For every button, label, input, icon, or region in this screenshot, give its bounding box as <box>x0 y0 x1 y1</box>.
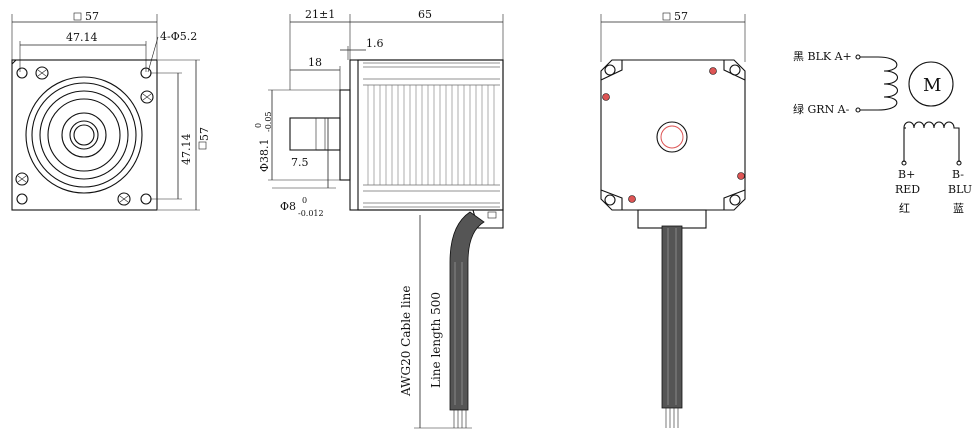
screw-icon <box>140 90 154 104</box>
body-stripes <box>367 85 495 185</box>
square-symbol-icon <box>662 12 671 21</box>
side-shaft-tol-upper: 0 <box>302 196 307 205</box>
mount-hole <box>16 193 28 205</box>
wire-b-minus-label: B- <box>952 168 964 181</box>
shaft-circle <box>69 120 99 150</box>
motor-body <box>349 59 504 211</box>
side-view: 21±1 65 1.6 18 <box>254 8 504 429</box>
mount-hole <box>140 193 152 205</box>
wire-b-minus-cn: 蓝 <box>953 202 964 215</box>
front-square-size: 57 <box>85 10 99 23</box>
wire-b-plus-cn: 红 <box>899 202 910 215</box>
coil-b-icon <box>903 121 960 162</box>
side-pilot-diameter: Φ38.1 <box>258 138 271 172</box>
wiring-diagram: 黑 BLK A+ 绿 GRN A- M B+ RED 红 B- BLU 蓝 <box>793 50 972 215</box>
side-cable-spec: AWG20 Cable line <box>399 286 413 397</box>
rear-cable <box>661 225 683 409</box>
side-shaft-length: 21±1 <box>305 8 335 21</box>
screw-icon <box>117 192 131 206</box>
wire-b-plus-color: RED <box>895 183 920 196</box>
front-mount-holes: 4-Φ5.2 <box>160 30 197 43</box>
motor-symbol: M <box>923 75 941 96</box>
front-hole-spacing-h: 47.14 <box>66 31 98 44</box>
rear-center-circle <box>656 121 688 153</box>
rear-plate <box>600 59 746 211</box>
cable <box>449 211 485 411</box>
front-plate <box>11 59 158 211</box>
side-pilot-tol-upper: 0 <box>254 123 263 128</box>
side-line-length: Line length 500 <box>429 292 443 388</box>
side-flat-length: 7.5 <box>291 156 309 169</box>
front-square-size-right: 57 <box>198 127 211 141</box>
rivet-icon <box>737 172 745 180</box>
wire-b-plus-label: B+ <box>898 168 915 181</box>
rivet-icon <box>709 67 717 75</box>
shaft <box>289 117 341 151</box>
rivet-icon <box>628 195 636 203</box>
side-body-length: 65 <box>418 8 432 21</box>
wire-b-minus-color: BLU <box>948 183 972 196</box>
rear-square-size: 57 <box>674 10 688 23</box>
front-view: 57 47.14 4-Φ5.2 <box>11 10 211 211</box>
side-pilot-tol-lower: -0.05 <box>264 111 273 132</box>
rivet-icon <box>602 93 610 101</box>
square-symbol-icon <box>73 12 82 21</box>
screw-icon <box>35 66 49 80</box>
mount-hole <box>16 67 28 79</box>
side-shaft-tol-lower: -0.012 <box>298 209 324 218</box>
body-fins <box>363 62 500 208</box>
screw-icon <box>15 172 29 186</box>
wire-a-minus: 绿 GRN A- <box>793 102 850 116</box>
pilot-ring <box>25 76 143 194</box>
wire-a-plus: 黑 BLK A+ <box>793 50 852 63</box>
coil-a-icon <box>860 56 899 111</box>
side-shaft-flat: 18 <box>308 56 322 69</box>
pilot-boss <box>339 89 351 181</box>
side-flange-thickness: 1.6 <box>366 37 384 50</box>
motor-icon <box>908 61 954 107</box>
side-shaft-diameter: Φ8 <box>280 200 296 213</box>
rear-connector <box>637 209 707 229</box>
rear-view: 57 <box>600 10 746 428</box>
square-symbol-icon <box>198 141 207 150</box>
front-hole-spacing-v: 47.14 <box>180 134 193 166</box>
